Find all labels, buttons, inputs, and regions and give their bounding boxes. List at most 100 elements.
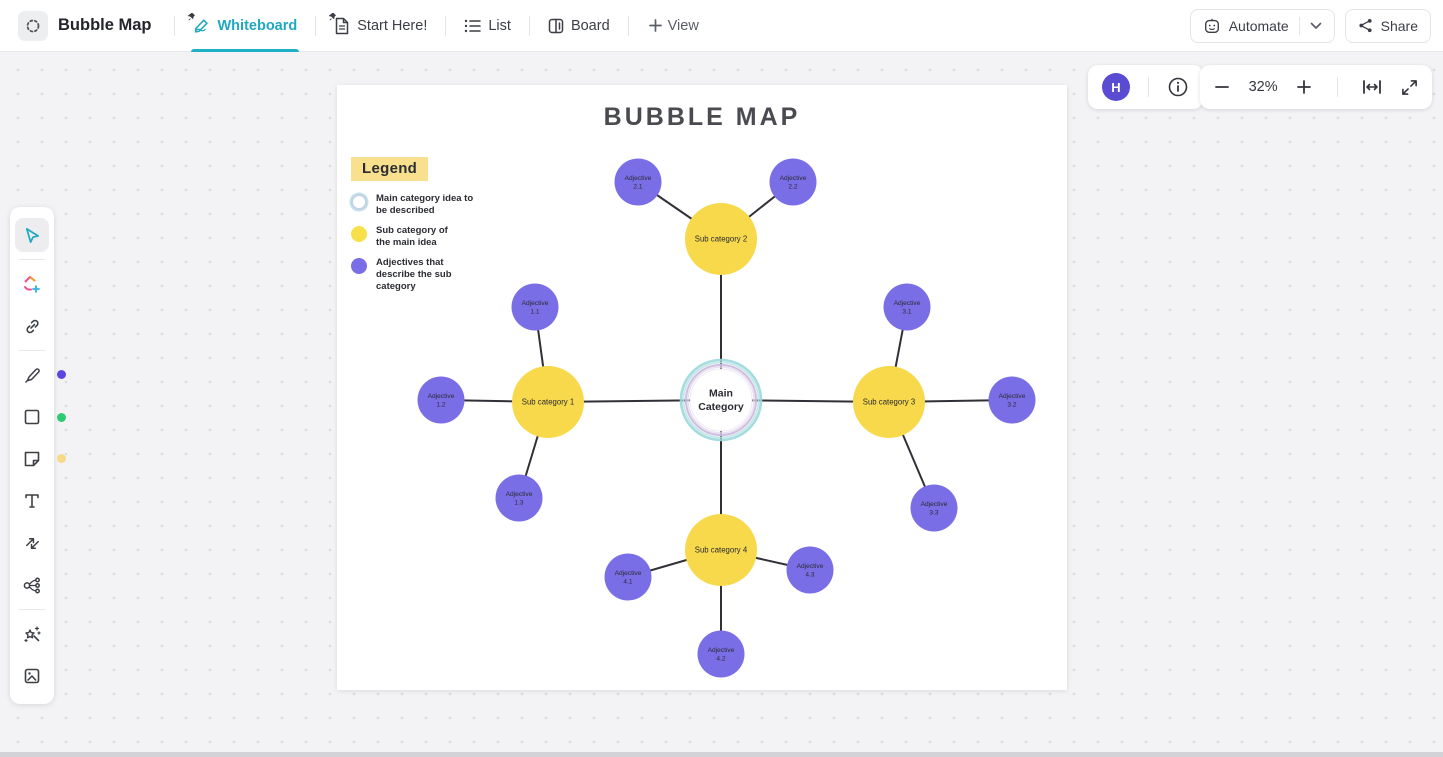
pin-icon	[187, 12, 195, 20]
tab-board[interactable]: Board	[536, 0, 622, 52]
tab-whiteboard[interactable]: Whiteboard	[181, 0, 310, 52]
presence-panel: H	[1088, 65, 1203, 109]
zoom-level[interactable]: 32%	[1248, 79, 1278, 95]
templates-ai-tool[interactable]	[15, 267, 49, 301]
view-label: View	[667, 17, 699, 34]
link-tool[interactable]	[15, 309, 49, 343]
text-icon	[25, 494, 39, 508]
legend[interactable]: Legend Main category idea to be describe…	[351, 157, 511, 293]
connector-arrows-icon	[25, 537, 39, 549]
legend-text: Sub category of the main idea	[376, 225, 448, 248]
magic-wand-icon	[24, 626, 41, 643]
divider	[19, 259, 45, 260]
add-view-button[interactable]: View	[635, 18, 713, 34]
plus-icon	[648, 19, 662, 32]
divider	[19, 609, 45, 610]
divider	[1336, 77, 1338, 97]
legend-item-sub-category: Sub category of the main idea	[351, 225, 511, 249]
adjective-bubble[interactable]	[495, 474, 543, 522]
main-category-ring	[687, 366, 755, 434]
ai-wand-tool[interactable]	[15, 617, 49, 651]
divider	[1298, 16, 1300, 35]
adjective-bubble[interactable]	[511, 283, 559, 331]
adjective-bubble[interactable]	[417, 376, 465, 424]
fullscreen-icon[interactable]	[1401, 79, 1418, 96]
chevron-down-icon[interactable]	[1310, 22, 1322, 30]
sub-category-bubble[interactable]	[685, 514, 757, 586]
automate-label: Automate	[1228, 17, 1289, 34]
whiteboard-toolbar	[10, 207, 54, 704]
zoom-out-button[interactable]	[1214, 79, 1230, 95]
marker-tool[interactable]	[15, 358, 49, 392]
pin-icon	[329, 12, 337, 20]
sub-category-bubble[interactable]	[512, 366, 584, 438]
main-category-bubble[interactable]	[679, 358, 763, 442]
divider	[315, 15, 317, 36]
select-tool[interactable]	[15, 218, 49, 252]
bubble-map-title[interactable]: BUBBLE MAP	[603, 103, 801, 131]
share-icon	[1359, 18, 1372, 33]
robot-icon	[1204, 18, 1219, 33]
board-icon	[548, 18, 564, 33]
document-icon	[336, 17, 349, 34]
text-tool[interactable]	[15, 484, 49, 518]
divider	[173, 15, 175, 36]
automate-button[interactable]: Automate	[1189, 8, 1335, 43]
fit-to-screen-icon[interactable]	[1362, 79, 1382, 95]
link-icon	[25, 319, 39, 333]
bubble-label: Sub category 3	[863, 398, 915, 407]
tab-start-here[interactable]: Start Here!	[322, 0, 439, 52]
sticky-note-tool-color-dot	[57, 454, 66, 463]
legend-text: Main category idea to be described	[376, 193, 474, 216]
top-header: Bubble Map Whiteboard Start Here! List	[0, 0, 1443, 52]
adjective-bubble[interactable]	[614, 158, 662, 206]
main-category-ring	[685, 364, 757, 436]
share-button[interactable]: Share	[1344, 8, 1431, 43]
adjective-bubble[interactable]	[697, 630, 745, 678]
connector-tool[interactable]	[15, 526, 49, 560]
tab-list[interactable]: List	[452, 0, 523, 52]
horizontal-scrollbar[interactable]	[0, 752, 1443, 757]
adjective-bubble[interactable]	[910, 484, 958, 532]
sub-category-bubble[interactable]	[853, 366, 925, 438]
divider	[528, 15, 530, 36]
adjective-bubble[interactable]	[604, 553, 652, 601]
whiteboard-pen-icon	[194, 18, 208, 33]
legend-item-adjective: Adjectives that describe the sub categor…	[351, 257, 511, 293]
shape-tool[interactable]	[15, 400, 49, 434]
sticky-note-tool[interactable]	[15, 442, 49, 476]
image-tool[interactable]	[15, 659, 49, 693]
adjective-bubble[interactable]	[883, 283, 931, 331]
adjective-bubble[interactable]	[988, 376, 1036, 424]
adjective-bubble[interactable]	[786, 546, 834, 594]
marker-tool-color-dot	[57, 370, 66, 379]
sub-category-swatch	[351, 226, 367, 242]
bubble-label: Sub category 4	[695, 546, 748, 555]
sub-category-bubble[interactable]	[685, 203, 757, 275]
doc-status-icon[interactable]	[18, 10, 48, 41]
tab-label: Board	[570, 17, 610, 34]
legend-text: Adjectives that describe the sub categor…	[376, 257, 452, 292]
legend-item-main-category: Main category idea to be described	[351, 193, 511, 217]
bubble-label: Sub category 1	[522, 398, 574, 407]
info-icon[interactable]	[1167, 76, 1189, 98]
templates-ai-icon	[24, 276, 40, 293]
adjective-bubble[interactable]	[769, 158, 817, 206]
tab-label: List	[488, 17, 511, 34]
user-avatar[interactable]: H	[1102, 73, 1130, 101]
zoom-in-button[interactable]	[1296, 79, 1312, 95]
mind-map-tool[interactable]	[15, 568, 49, 602]
zoom-controls: 32%	[1200, 65, 1432, 109]
dotted-circle-icon	[26, 19, 40, 32]
sticky-note-icon	[24, 451, 40, 467]
tab-label: Whiteboard	[217, 17, 298, 34]
